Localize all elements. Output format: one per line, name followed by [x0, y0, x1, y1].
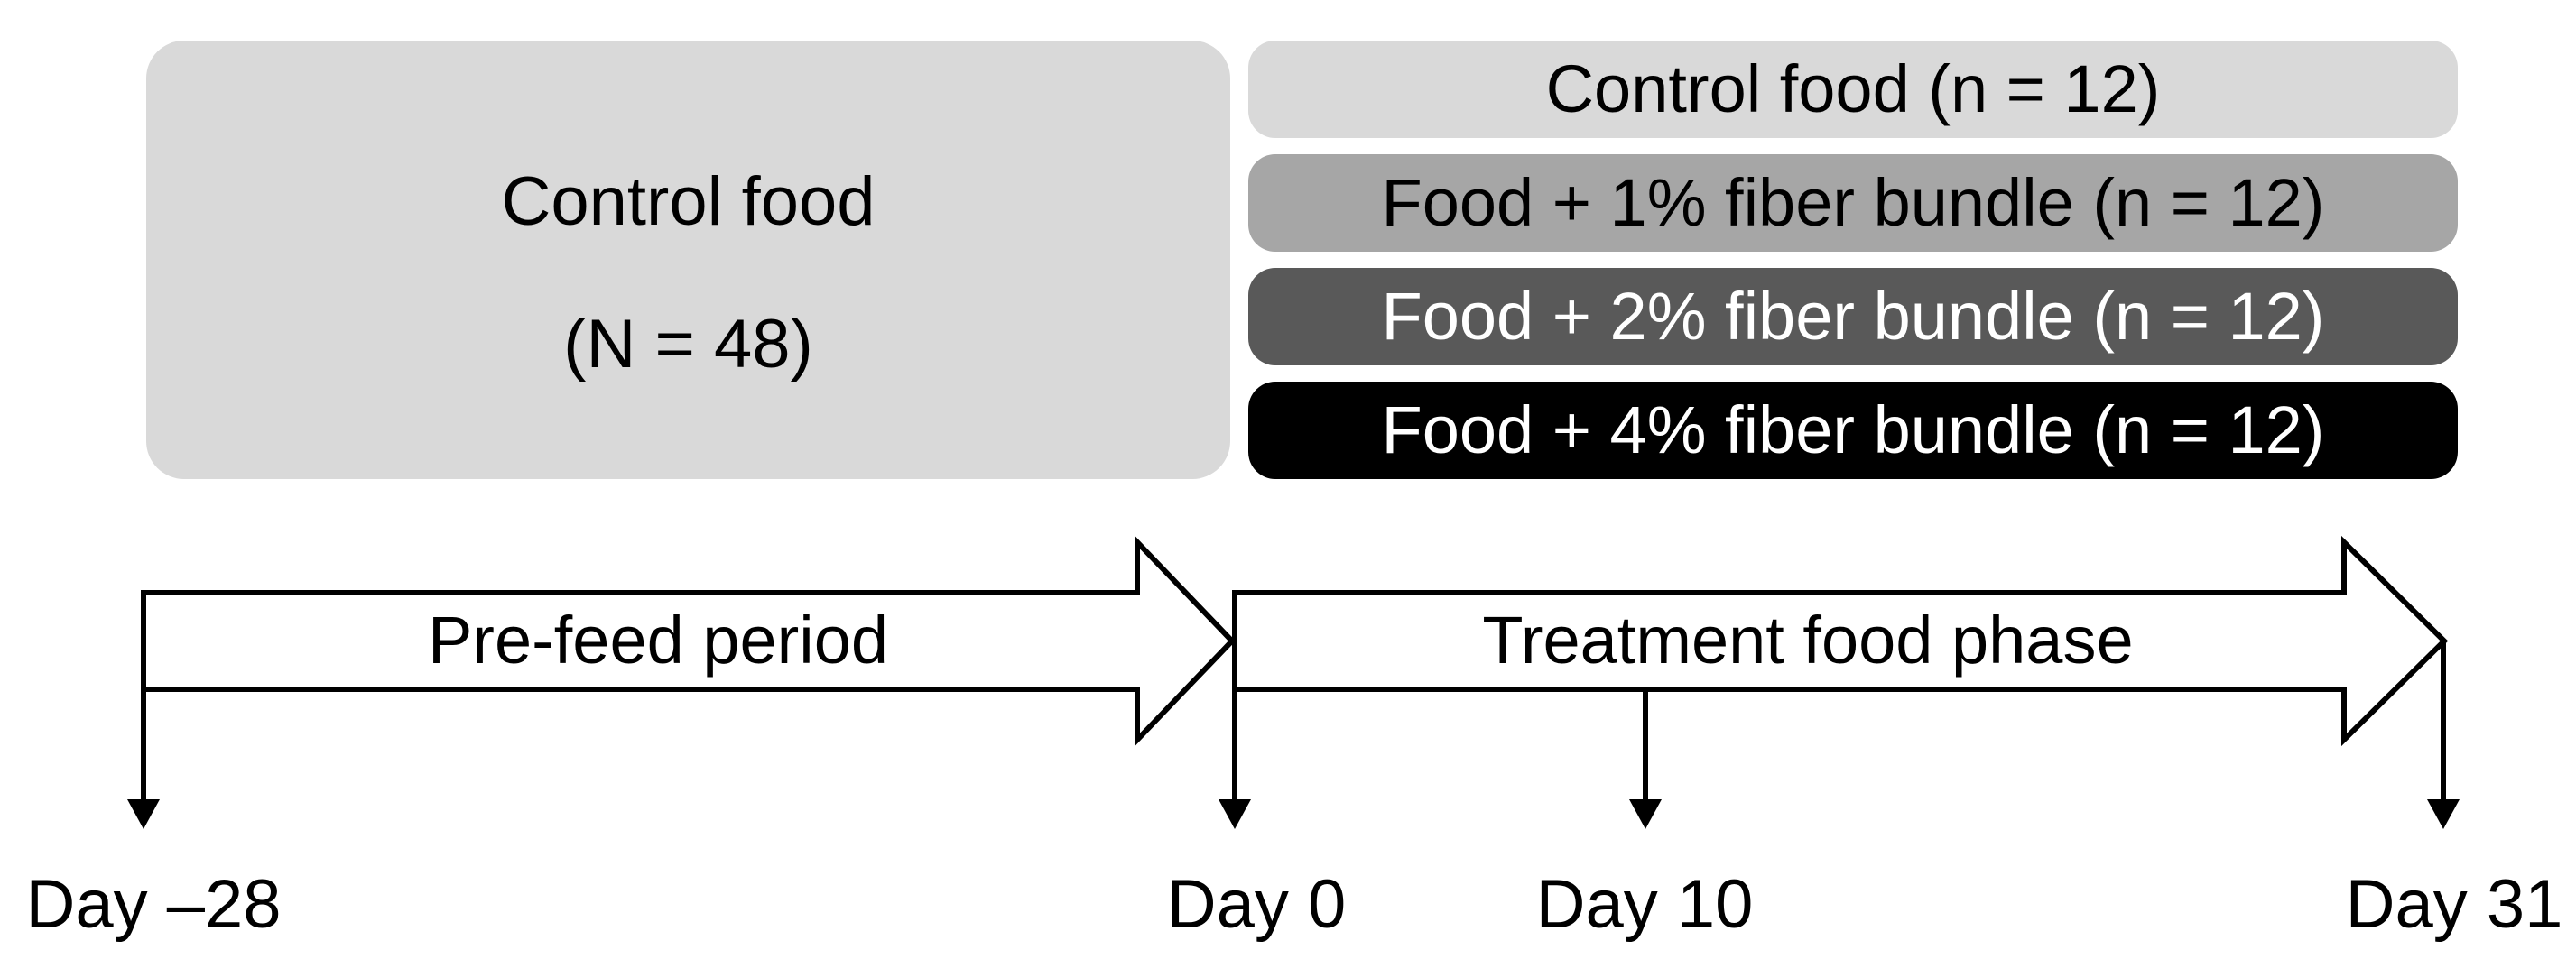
treatment-group-bar-1pct: Food + 1% fiber bundle (n = 12) — [1248, 154, 2458, 252]
treatment-group-bar-control: Control food (n = 12) — [1248, 41, 2458, 138]
prefeed-box: Control food (N = 48) — [146, 41, 1230, 479]
down-arrow-icon — [127, 799, 160, 829]
down-arrow-icon — [1219, 799, 1251, 829]
treatment-phase-arrow — [1232, 535, 2449, 747]
treatment-group-bar-4pct: Food + 4% fiber bundle (n = 12) — [1248, 382, 2458, 479]
down-arrow-icon — [1629, 799, 1662, 829]
prefeed-phase-arrow — [141, 535, 1237, 747]
treatment-phase-label: Treatment food phase — [1482, 603, 2134, 678]
day-10-label: Day 10 — [1535, 866, 1754, 943]
treatment-group-label: Food + 2% fiber bundle (n = 12) — [1381, 279, 2325, 354]
day-0-label: Day 0 — [1166, 866, 1347, 943]
treatment-group-bar-2pct: Food + 2% fiber bundle (n = 12) — [1248, 268, 2458, 365]
treatment-group-label: Food + 1% fiber bundle (n = 12) — [1381, 165, 2325, 240]
down-arrow-icon — [2427, 799, 2460, 829]
day-minus28-label: Day –28 — [25, 866, 282, 943]
prefeed-phase-label: Pre-feed period — [427, 603, 889, 678]
prefeed-box-subtitle: (N = 48) — [563, 306, 813, 383]
treatment-group-label: Food + 4% fiber bundle (n = 12) — [1381, 392, 2325, 467]
day-31-label: Day 31 — [2345, 866, 2563, 943]
treatment-group-label: Control food (n = 12) — [1545, 51, 2161, 126]
prefeed-box-title: Control food — [501, 163, 876, 240]
